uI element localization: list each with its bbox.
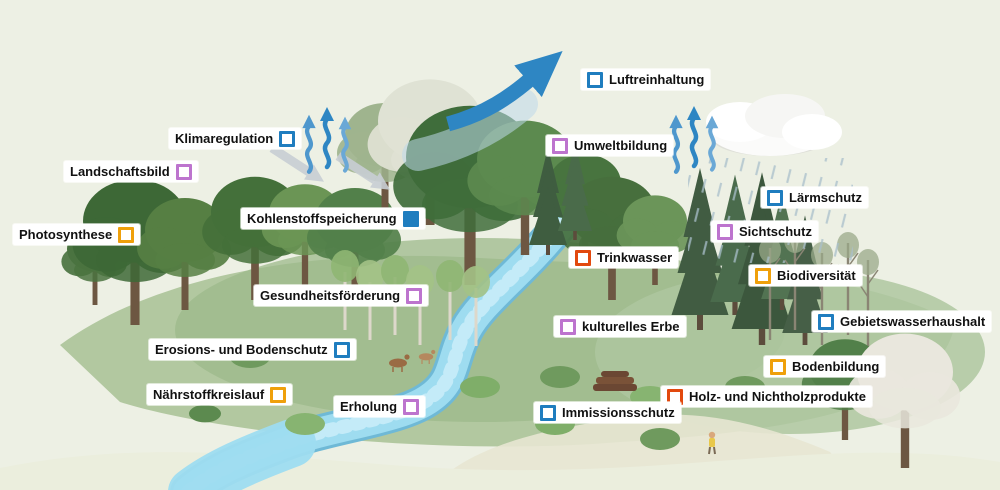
label-photosynthese: Photosynthese <box>13 224 141 245</box>
rain-cloud <box>688 94 853 263</box>
purple-square-icon <box>560 318 576 335</box>
label-text: Nährstoffkreislauf <box>153 387 265 402</box>
label-umweltbildung: Umweltbildung <box>546 135 674 156</box>
blue-square-icon <box>587 71 603 88</box>
label-text: Erosions- und Bodenschutz <box>155 342 328 357</box>
label-kohlenstoffspeicherung: Kohlenstoffspeicherung <box>241 208 425 229</box>
blue-square-icon <box>818 313 834 330</box>
blue-square-icon <box>402 210 419 227</box>
orange-square-icon <box>270 386 287 403</box>
label-text: Kohlenstoffspeicherung <box>247 211 397 226</box>
label-text: Immissionsschutz <box>562 405 675 420</box>
purple-square-icon <box>552 137 568 154</box>
label-text: kulturelles Erbe <box>582 319 680 334</box>
label-text: Holz- und Nichtholzprodukte <box>689 389 866 404</box>
blue-square-icon <box>540 404 556 421</box>
orange-square-icon <box>755 267 771 284</box>
label-text: Bodenbildung <box>792 359 880 374</box>
deer <box>389 349 436 372</box>
label-text: Trinkwasser <box>597 250 673 265</box>
label-kulturelles-erbe: kulturelles Erbe <box>554 316 686 337</box>
river <box>168 207 578 490</box>
label-text: Gesundheitsförderung <box>260 288 401 303</box>
label-luftreinhaltung: Luftreinhaltung <box>581 69 711 90</box>
label-text: Photosynthese <box>19 227 113 242</box>
label-sichtschutz: Sichtschutz <box>711 221 818 242</box>
label-biodiversitaet: Biodiversität <box>749 265 862 286</box>
label-holz-und-nichtholzprodukte: Holz- und Nichtholzprodukte <box>661 386 872 407</box>
purple-square-icon <box>175 163 192 180</box>
label-erholung: Erholung <box>334 396 426 417</box>
label-gebietswasserhaushalt: Gebietswasserhaushalt <box>812 311 992 332</box>
label-naehrstoffkreislauf: Nährstoffkreislauf <box>147 384 293 405</box>
label-gesundheitsfoerderung: Gesundheitsförderung <box>254 285 429 306</box>
log-pile <box>593 371 637 391</box>
label-laermschutz: Lärmschutz <box>761 187 868 208</box>
label-klimaregulation: Klimaregulation <box>169 128 302 149</box>
label-text: Lärmschutz <box>789 190 862 205</box>
purple-square-icon <box>406 287 423 304</box>
purple-square-icon <box>717 223 733 240</box>
orange-square-icon <box>770 358 786 375</box>
label-immissionsschutz: Immissionsschutz <box>534 402 681 423</box>
label-text: Umweltbildung <box>574 138 668 153</box>
label-landschaftsbild: Landschaftsbild <box>64 161 198 182</box>
label-text: Klimaregulation <box>175 131 274 146</box>
blue-square-icon <box>767 189 783 206</box>
label-erosions-und-bodenschutz: Erosions- und Bodenschutz <box>149 339 356 360</box>
label-bodenbildung: Bodenbildung <box>764 356 886 377</box>
label-text: Landschaftsbild <box>70 164 170 179</box>
label-text: Erholung <box>340 399 398 414</box>
label-text: Biodiversität <box>777 268 856 283</box>
blue-square-icon <box>279 130 296 147</box>
upward-arrow <box>402 50 563 171</box>
label-text: Luftreinhaltung <box>609 72 705 87</box>
red-square-icon <box>575 249 591 266</box>
blue-square-icon <box>333 341 350 358</box>
label-text: Sichtschutz <box>739 224 812 239</box>
hiker <box>708 431 716 455</box>
orange-square-icon <box>118 226 135 243</box>
label-text: Gebietswasserhaushalt <box>840 314 986 329</box>
purple-square-icon <box>403 398 420 415</box>
label-trinkwasser: Trinkwasser <box>569 247 679 268</box>
